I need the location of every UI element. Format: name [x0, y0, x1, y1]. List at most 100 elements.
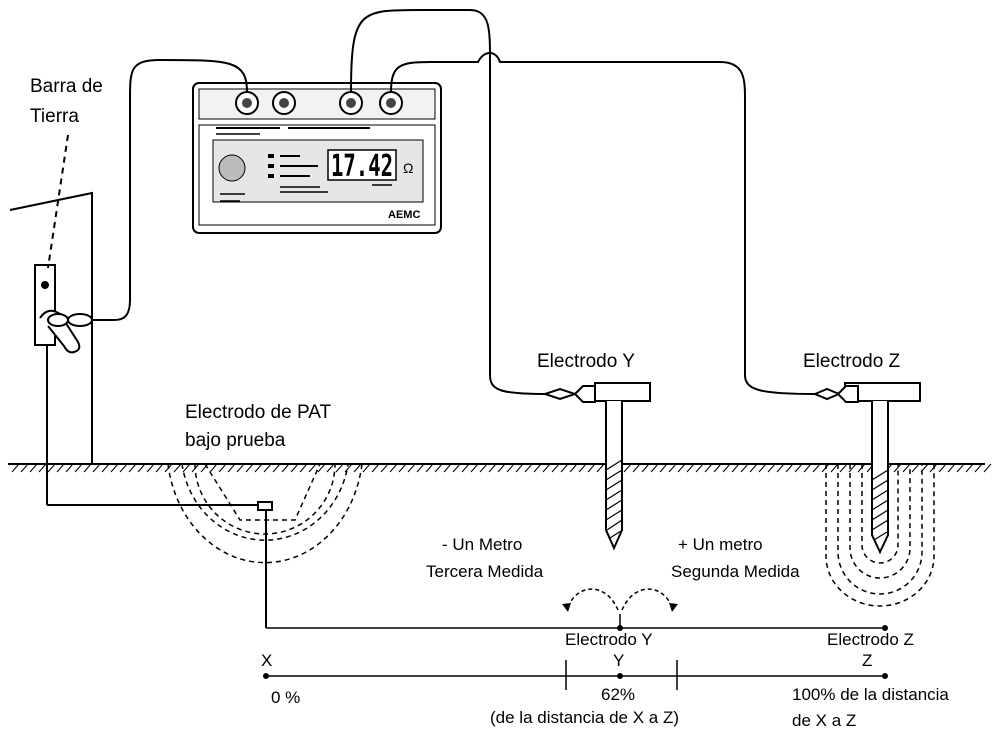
- point-z-top: [882, 625, 888, 631]
- ground-hatch-line: [956, 463, 965, 473]
- ground-hatch-line: [578, 463, 587, 473]
- ground-hatch-line: [425, 463, 434, 473]
- ground-hatch-line: [218, 463, 227, 473]
- ground-hatch-line: [893, 463, 902, 473]
- ground-hatch-line: [524, 463, 533, 473]
- ground-hatch-line: [335, 463, 344, 473]
- ground-hatch-line: [470, 463, 479, 473]
- pct-0: 0 %: [271, 688, 300, 707]
- minus-label-line1: - Un Metro: [442, 535, 522, 554]
- ground-hatch-line: [560, 463, 569, 473]
- ground-hatch-line: [551, 463, 560, 473]
- ground-hatch-line: [497, 463, 506, 473]
- lcd-display: [327, 149, 397, 181]
- electrodo-z-label: Electrodo Z: [803, 351, 901, 372]
- ground-hatch-line: [209, 463, 218, 473]
- plus-label-line1: + Un metro: [678, 535, 763, 554]
- ground-hatch-line: [911, 463, 920, 473]
- ground-hatch-line: [173, 463, 182, 473]
- ground-hatch-line: [803, 463, 812, 473]
- ground-hatch-line: [677, 463, 686, 473]
- x-marker: X: [261, 651, 272, 670]
- pat-label-line2: bajo prueba: [185, 430, 286, 451]
- ground-hatch-line: [785, 463, 794, 473]
- terminal-2[interactable]: [272, 91, 296, 115]
- ground-hatch-line: [947, 463, 956, 473]
- barra-label-line2: Tierra: [30, 106, 79, 127]
- ground-hatch-line: [290, 463, 299, 473]
- ground-hatch-line: [362, 463, 371, 473]
- ground-hatch-line: [380, 463, 389, 473]
- ground-hatch-line: [641, 463, 650, 473]
- ground-hatch-line: [668, 463, 677, 473]
- ground-hatch-line: [326, 463, 335, 473]
- ground-hatch-line: [434, 463, 443, 473]
- plus-label-line2: Segunda Medida: [671, 562, 800, 581]
- meter-brand: AEMC: [388, 209, 420, 221]
- electrodo-y-label: Electrodo Y: [537, 351, 635, 372]
- ground-hatch-line: [974, 463, 983, 473]
- wire-to-ground-bar: [111, 58, 248, 321]
- pct-100-line1: 100% de la distancia: [792, 685, 949, 704]
- ground-hatch-line: [479, 463, 488, 473]
- ground-hatch-line: [47, 463, 56, 473]
- axis-electrodo-y: Electrodo Y: [565, 630, 653, 649]
- ground-hatch-line: [722, 463, 731, 473]
- terminal-3[interactable]: [339, 91, 363, 115]
- ground-hatch-line: [452, 463, 461, 473]
- ground-hatch-line: [182, 463, 191, 473]
- minus-label-line2: Tercera Medida: [426, 562, 544, 581]
- axis-electrodo-z: Electrodo Z: [827, 630, 914, 649]
- point-z: [882, 673, 888, 679]
- terminal-4[interactable]: [379, 91, 403, 115]
- ground-hatch-line: [317, 463, 326, 473]
- ground-hatch-line: [731, 463, 740, 473]
- ground-hatch-line: [155, 463, 164, 473]
- measurement-arrows: [567, 588, 673, 611]
- ground-hatch-line: [146, 463, 155, 473]
- ground-hatch-line: [398, 463, 407, 473]
- ground-hatch-line: [236, 463, 245, 473]
- ground-hatch-line: [38, 463, 47, 473]
- ground-hatch-line: [29, 463, 38, 473]
- ohm-unit: Ω: [403, 160, 413, 176]
- ground-hatch-line: [119, 463, 128, 473]
- ground-surface: [8, 463, 992, 473]
- electrodo-z: [812, 382, 935, 607]
- terminal-1[interactable]: [235, 91, 259, 115]
- ground-hatch-line: [92, 463, 101, 473]
- z-marker: Z: [862, 651, 872, 670]
- ground-hatch-line: [461, 463, 470, 473]
- ground-hatch-line: [983, 463, 992, 473]
- wire-to-electrodo-z: [390, 52, 816, 395]
- point-x: [263, 673, 269, 679]
- ground-hatch-line: [542, 463, 551, 473]
- ground-hatch-line: [596, 463, 605, 473]
- ground-hatch-line: [740, 463, 749, 473]
- ground-hatch-line: [749, 463, 758, 473]
- ground-hatch-line: [902, 463, 911, 473]
- arrow-left-head: [562, 603, 571, 612]
- wire-to-electrodo-y: [350, 9, 546, 395]
- lcd-reading: 17.42: [331, 149, 393, 184]
- ground-hatch-line: [713, 463, 722, 473]
- ground-hatch-line: [272, 463, 281, 473]
- ground-hatch-line: [263, 463, 272, 473]
- ground-hatch-line: [389, 463, 398, 473]
- ground-hatch-line: [848, 463, 857, 473]
- ground-hatch-line: [11, 463, 20, 473]
- ground-hatch-line: [839, 463, 848, 473]
- ground-hatch-line: [227, 463, 236, 473]
- electrodo-y: [541, 382, 651, 551]
- point-y: [617, 673, 623, 679]
- ground-hatch-line: [128, 463, 137, 473]
- ground-hatch-line: [488, 463, 497, 473]
- ground-hatch-line: [74, 463, 83, 473]
- ground-hatch-line: [686, 463, 695, 473]
- ground-hatch-line: [245, 463, 254, 473]
- barra-label-line1: Barra de: [30, 76, 103, 97]
- ground-hatch-line: [83, 463, 92, 473]
- pct-62: 62%: [601, 685, 635, 704]
- ground-hatch-line: [200, 463, 209, 473]
- ground-hatch-line: [110, 463, 119, 473]
